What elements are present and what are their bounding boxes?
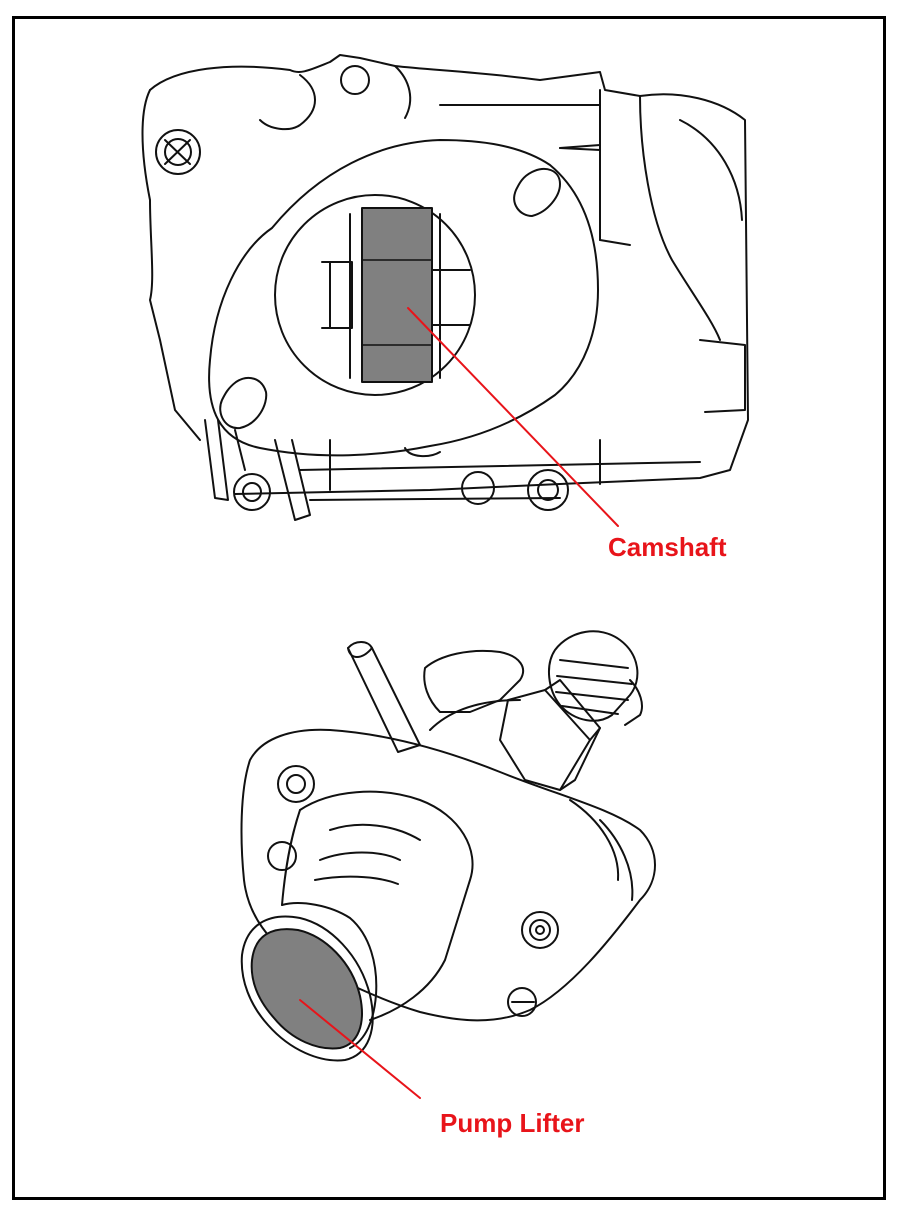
injection-pump-illustration (240, 630, 656, 1062)
camshaft-highlight (361, 207, 433, 383)
camshaft-label: Camshaft (608, 532, 727, 562)
pump-lifter-leader-line (299, 999, 421, 1099)
pump-lifter-label: Pump Lifter (440, 1108, 585, 1138)
diagram-frame (12, 16, 886, 1200)
camshaft-leader-line (407, 307, 619, 527)
pump-lifter-highlight (250, 928, 363, 1050)
engine-block-illustration (141, 54, 749, 521)
